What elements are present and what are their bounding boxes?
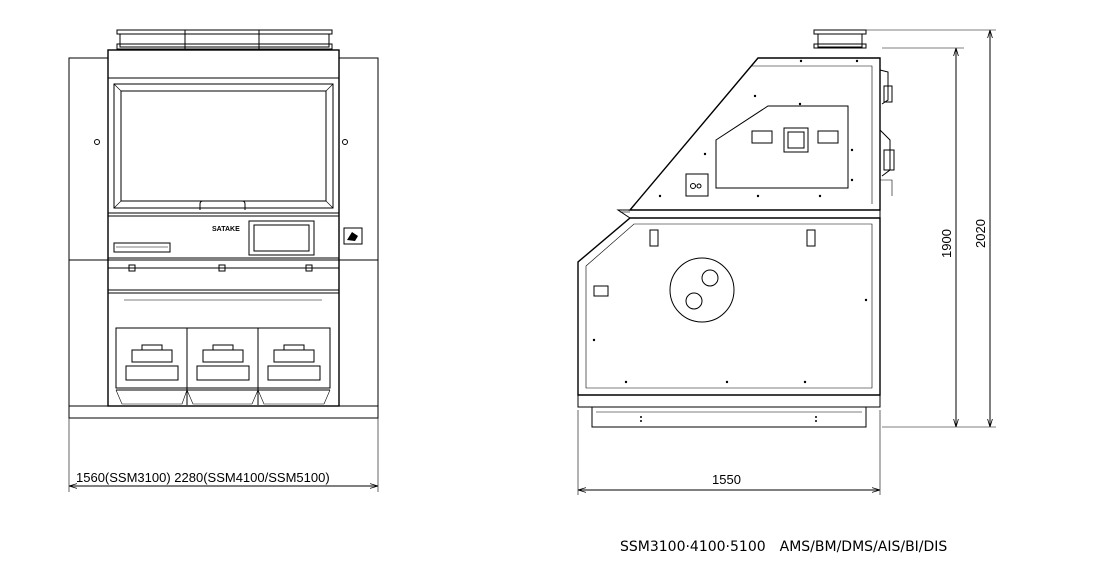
side-height-outer-dimension-label: 2020 — [973, 219, 988, 248]
touch-screen — [248, 220, 315, 256]
side-rivets — [592, 59, 868, 384]
front-left-side-panel — [68, 57, 109, 407]
side-round-port — [669, 257, 735, 323]
nameplate — [113, 242, 171, 253]
front-width-dimension-label: 1560(SSM3100) 2280(SSM4100/SSM5100) — [76, 470, 330, 485]
side-height-inner-dimension-label: 1900 — [939, 229, 954, 258]
side-top-inlet — [813, 29, 867, 49]
side-small-panel — [685, 173, 709, 197]
model-caption: SSM3100·4100·5100 AMS/BM/DMS/AIS/BI/DIS — [620, 539, 948, 555]
front-control-panel: SATAKE — [107, 215, 363, 259]
side-width-dimension-label: 1550 — [712, 472, 741, 487]
front-view: SATAKE — [68, 29, 379, 492]
side-inspection-window — [715, 105, 849, 189]
side-view: 1550 1900 2020 — [577, 29, 996, 495]
front-ejector-band — [107, 259, 340, 301]
front-right-side-panel — [338, 57, 379, 407]
brand-label: SATAKE — [212, 226, 240, 233]
front-hopper-window — [107, 77, 340, 217]
side-base — [577, 394, 881, 408]
front-top-inlet — [116, 29, 333, 50]
hopper-handle — [199, 200, 246, 210]
front-lower-units — [115, 327, 331, 405]
side-hopper-body — [628, 57, 881, 211]
logo-badge-icon — [343, 227, 363, 245]
front-base — [68, 405, 379, 419]
